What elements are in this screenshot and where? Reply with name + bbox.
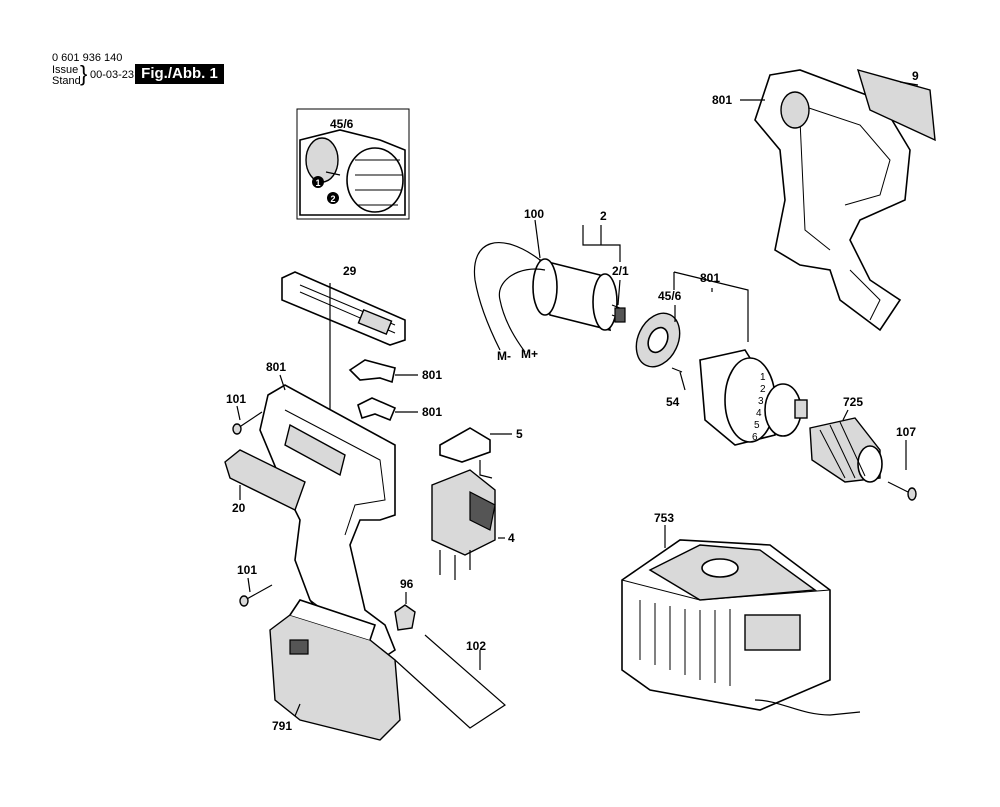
switch-cap: 5	[439, 427, 523, 463]
screw-101-upper: 101	[226, 392, 263, 435]
svg-text:3: 3	[758, 396, 764, 407]
label-96: 96	[400, 577, 414, 591]
brace: }	[80, 61, 88, 86]
clip-upper: 801	[348, 359, 442, 384]
label-4: 4	[508, 531, 515, 545]
label-m-plus: M+	[521, 347, 538, 361]
housing-half-left: 801	[259, 360, 396, 661]
part-number: 0 601 936 140	[52, 52, 123, 64]
label-801-top: 801	[712, 93, 732, 107]
figure-label: Fig./Abb. 1	[135, 64, 224, 84]
battery-pack: 791	[269, 599, 401, 741]
clip-lower: 801	[357, 397, 442, 422]
label-m-minus: M-	[497, 349, 511, 363]
top-cover: 29	[281, 264, 406, 420]
svg-text:5: 5	[754, 420, 760, 431]
svg-text:2: 2	[760, 384, 766, 395]
part-96: 96	[394, 577, 416, 631]
label-801-c: 801	[266, 360, 286, 374]
label-102: 102	[466, 639, 486, 653]
label-753: 753	[654, 511, 674, 525]
label-45-6-inset: 45/6	[330, 117, 354, 131]
label-2: 2	[600, 209, 607, 223]
clutch-scale: 1	[760, 372, 766, 383]
label-101-b: 101	[237, 563, 257, 577]
label-791: 791	[272, 719, 292, 733]
gearbox: 1 2 3 4 5 6 801	[673, 271, 808, 446]
issue-date: 00-03-23	[90, 69, 135, 81]
label-plate: 20	[224, 449, 306, 515]
step-1-marker: 1	[315, 178, 320, 188]
label-100: 100	[524, 207, 544, 221]
label-725: 725	[843, 395, 863, 409]
step-2-marker: 2	[330, 194, 335, 204]
label-45-6: 45/6	[658, 289, 682, 303]
label-9: 9	[912, 69, 919, 83]
chuck-screw: 107	[887, 425, 917, 501]
label-107: 107	[896, 425, 916, 439]
label-801-a: 801	[422, 368, 442, 382]
label-29: 29	[343, 264, 357, 278]
label-801-gear: 801	[700, 271, 720, 285]
charger: 753	[621, 511, 861, 716]
label-20: 20	[232, 501, 246, 515]
label-801-b: 801	[422, 405, 442, 419]
motor: 100 2 2/1 M- M+	[473, 207, 629, 363]
switch: 4	[431, 460, 515, 580]
label-101-a: 101	[226, 392, 246, 406]
label-5: 5	[516, 427, 523, 441]
svg-text:4: 4	[756, 408, 762, 419]
label-2-1: 2/1	[612, 264, 629, 278]
housing-half-right: 801 9	[712, 68, 936, 332]
issue-label: Issue	[52, 64, 79, 76]
inset-detail: 45/6 1 2	[296, 108, 410, 220]
svg-text:6: 6	[752, 432, 758, 443]
clutch-ring: 45/6 54	[635, 289, 686, 409]
wire-bracket: 102	[394, 634, 506, 729]
screw-101-lower: 101	[237, 563, 273, 607]
label-54: 54	[666, 395, 680, 409]
stand-label: Stand	[52, 75, 81, 87]
chuck: 725	[809, 395, 883, 483]
